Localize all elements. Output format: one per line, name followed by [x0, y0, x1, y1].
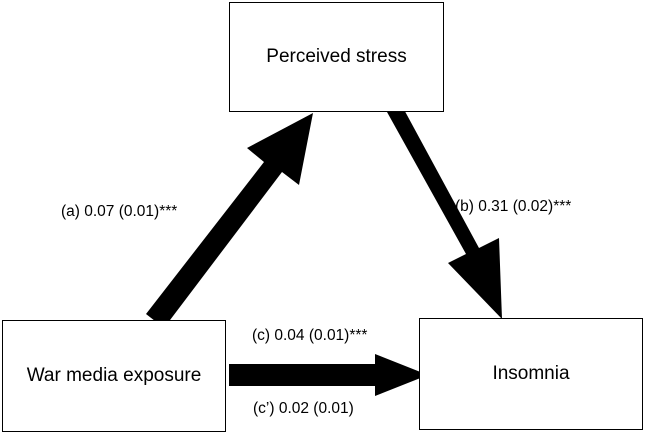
perceived-stress-node: Perceived stress [229, 2, 444, 112]
war-media-exposure-label: War media exposure [26, 365, 202, 386]
path-b-coefficient: (b) 0.31 (0.02)*** [455, 198, 572, 215]
arrow-path-a [146, 113, 313, 328]
perceived-stress-label: Perceived stress [266, 46, 407, 67]
arrow-path-b [387, 104, 502, 319]
war-media-exposure-node: War media exposure [2, 320, 226, 432]
path-c-coefficient: (c) 0.04 (0.01)*** [252, 327, 368, 344]
path-c-prime-coefficient: (c’) 0.02 (0.01) [253, 400, 354, 417]
insomnia-label: Insomnia [492, 363, 570, 384]
path-a-coefficient: (a) 0.07 (0.01)*** [61, 203, 178, 220]
arrow-path-c [229, 354, 428, 396]
insomnia-node: Insomnia [419, 318, 643, 430]
